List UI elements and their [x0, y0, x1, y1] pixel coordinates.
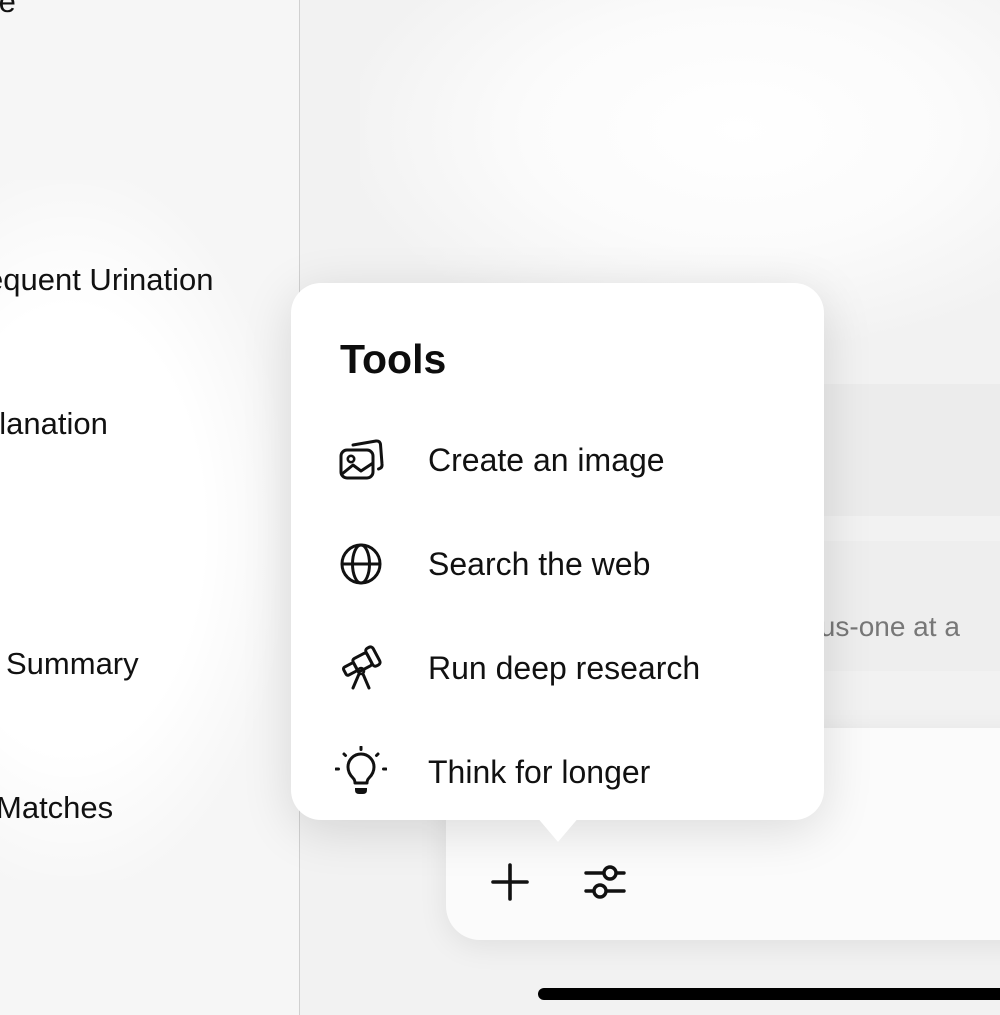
sidebar-item-chat[interactable]: Matches: [0, 790, 114, 825]
menu-item-label: Run deep research: [428, 649, 701, 686]
sidebar-item-chat[interactable]: equent Urination: [0, 262, 214, 297]
lightbulb-icon: [331, 742, 391, 802]
popover-arrow: [536, 816, 580, 842]
sidebar-item-chat[interactable]: planation: [0, 406, 108, 441]
images-icon: [331, 430, 391, 490]
menu-item-create-image[interactable]: Create an image: [331, 420, 791, 500]
menu-item-label: Search the web: [428, 545, 651, 582]
sidebar-item-chat[interactable]: te: [0, 0, 16, 19]
menu-item-label: Think for longer: [428, 753, 651, 790]
globe-icon: [331, 534, 391, 594]
menu-item-label: Create an image: [428, 441, 665, 478]
tools-popover: Tools Create an image Search t: [291, 283, 824, 842]
add-attachment-button[interactable]: [484, 856, 536, 908]
home-indicator: [538, 988, 1000, 1000]
suggestion-text: plus-one at a: [798, 611, 960, 642]
sidebar: te equent Urination planation Summary Ma…: [0, 0, 300, 1015]
menu-item-think-longer[interactable]: Think for longer: [331, 732, 791, 812]
main-area: plus-one at a: [300, 0, 1000, 1015]
telescope-icon: [331, 638, 391, 698]
sliders-icon: [584, 865, 626, 899]
menu-item-deep-research[interactable]: Run deep research: [331, 628, 791, 708]
menu-item-search-web[interactable]: Search the web: [331, 524, 791, 604]
tools-button[interactable]: [579, 856, 631, 908]
popover-title: Tools: [340, 336, 447, 382]
sidebar-item-chat[interactable]: Summary: [6, 646, 139, 681]
plus-icon: [491, 863, 529, 901]
